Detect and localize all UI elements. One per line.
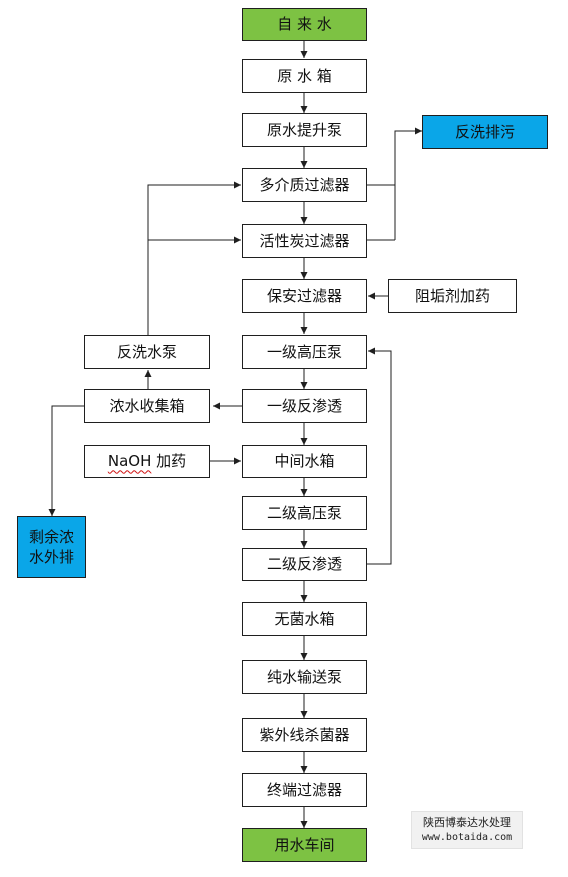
line-backwash-pump-up	[147, 181, 241, 335]
node-terminal-filter: 终端过滤器	[242, 773, 367, 807]
naoh-label: NaOH	[107, 452, 152, 471]
node-pure-water-pump: 纯水输送泵	[242, 660, 367, 694]
node-ro-2: 二级反渗透	[242, 548, 367, 581]
node-hp-pump-2: 二级高压泵	[242, 496, 367, 530]
node-uv-sterilizer: 紫外线杀菌器	[242, 718, 367, 752]
node-tap-water: 自 来 水	[242, 8, 367, 41]
node-workshop: 用水车间	[242, 828, 367, 862]
node-naoh-dosing: NaOH 加药	[84, 445, 210, 478]
line-multimedia-to-drain	[366, 127, 422, 186]
node-carbon-filter: 活性炭过滤器	[242, 224, 367, 258]
node-hp-pump-1: 一级高压泵	[242, 335, 367, 369]
watermark-url: www.botaida.com	[421, 831, 513, 843]
node-backwash-pump: 反洗水泵	[84, 335, 210, 369]
node-raw-lift-pump: 原水提升泵	[242, 113, 367, 147]
node-raw-tank: 原 水 箱	[242, 59, 367, 93]
node-antiscalant-dosing: 阻垢剂加药	[388, 279, 517, 313]
line-concentrate-to-residue	[48, 405, 84, 516]
node-residue-drain: 剩余浓水外排	[17, 516, 86, 578]
watermark: 陕西博泰达水处理 www.botaida.com	[411, 811, 523, 849]
watermark-company: 陕西博泰达水处理	[423, 816, 511, 830]
node-ro-1: 一级反渗透	[242, 389, 367, 423]
node-concentrate-tank: 浓水收集箱	[84, 389, 210, 423]
node-multimedia-filter: 多介质过滤器	[242, 168, 367, 202]
line-ro2-recycle	[366, 347, 392, 565]
node-security-filter: 保安过滤器	[242, 279, 367, 313]
node-sterile-tank: 无菌水箱	[242, 602, 367, 636]
node-middle-tank: 中间水箱	[242, 445, 367, 478]
node-backwash-drain: 反洗排污	[422, 115, 548, 149]
